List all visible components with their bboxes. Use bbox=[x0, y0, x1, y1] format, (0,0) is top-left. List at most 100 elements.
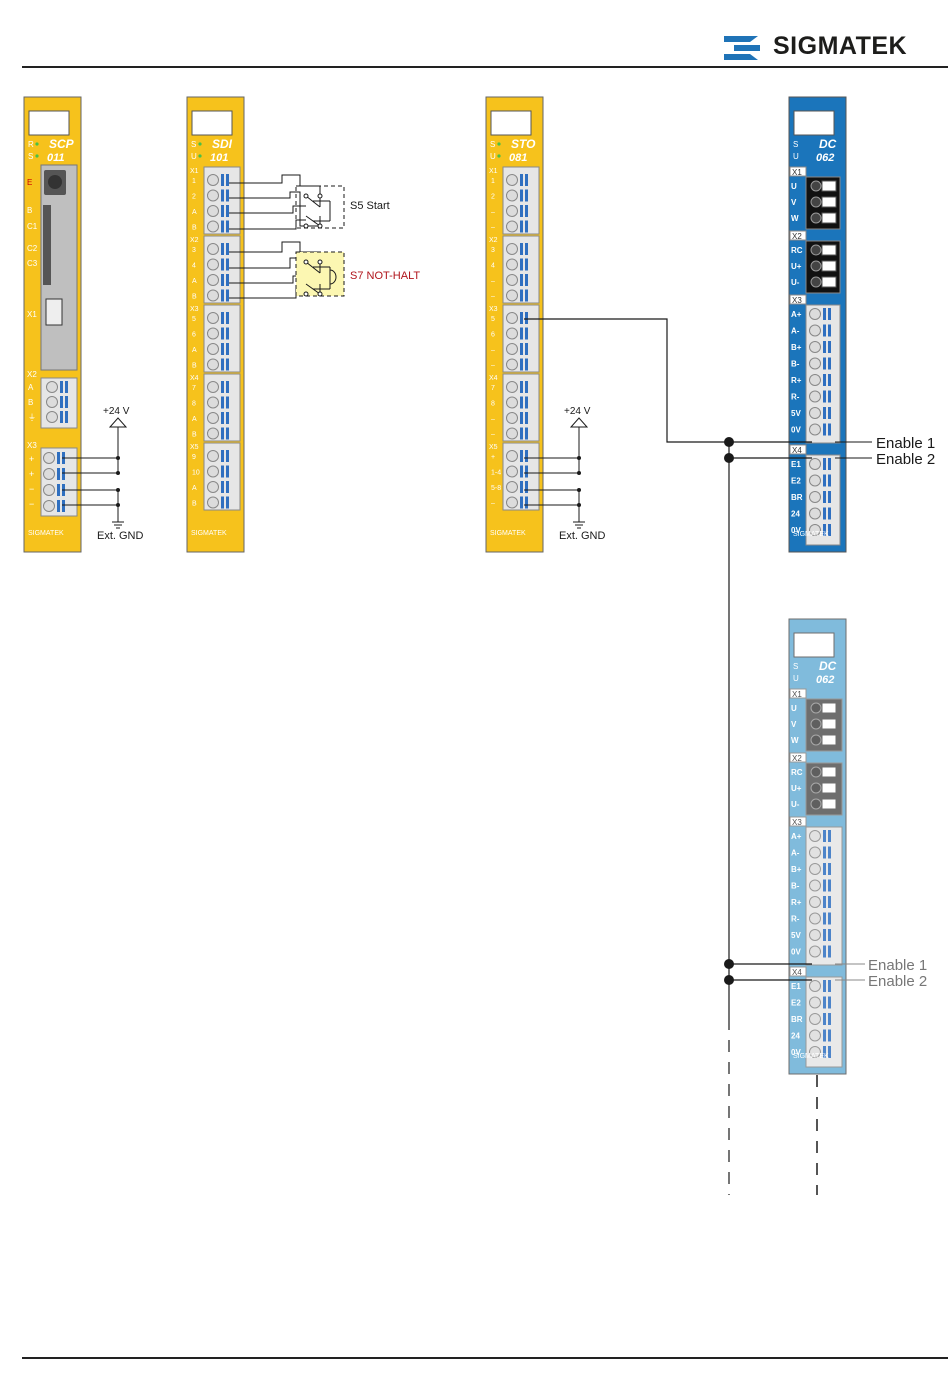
contact-bar bbox=[221, 205, 224, 217]
terminal bbox=[809, 458, 831, 470]
plug-contact bbox=[821, 718, 837, 730]
contact-bar bbox=[823, 407, 826, 419]
port-tab bbox=[789, 444, 807, 455]
contact-bar bbox=[62, 468, 65, 480]
terminal bbox=[207, 289, 229, 302]
pin-label: R- bbox=[791, 393, 800, 402]
terminal bbox=[43, 500, 65, 512]
contact-bar bbox=[823, 524, 826, 536]
sdi-name: SDI bbox=[212, 137, 233, 151]
contact-bar bbox=[60, 381, 63, 393]
contact-bar bbox=[525, 220, 528, 233]
module-sto: SUSTO081X112––X234––X356––X478––X5+1-45-… bbox=[485, 96, 544, 553]
port-tab bbox=[789, 230, 807, 241]
terminal bbox=[207, 465, 229, 478]
dc1-display bbox=[793, 110, 835, 136]
terminal bbox=[809, 491, 831, 503]
dc1-led-label: U bbox=[793, 152, 799, 161]
contact-bar bbox=[520, 396, 523, 409]
led-icon bbox=[497, 154, 501, 158]
footer-rule bbox=[22, 1357, 948, 1359]
port-label: X3 bbox=[190, 306, 199, 313]
contact-bar bbox=[221, 381, 224, 393]
usb-port-icon bbox=[45, 298, 63, 326]
scp-side-label: C1 bbox=[27, 222, 38, 231]
contact-bar bbox=[828, 324, 831, 337]
pin-label: W bbox=[791, 736, 799, 745]
contact-bar bbox=[828, 1013, 831, 1025]
contact-bar bbox=[828, 996, 831, 1009]
terminal bbox=[809, 945, 831, 958]
contact-bar bbox=[60, 396, 63, 408]
brand-name: SIGMATEK bbox=[773, 32, 908, 60]
scp-led-label: R bbox=[28, 140, 34, 149]
header-rule bbox=[22, 66, 948, 68]
terminal bbox=[506, 412, 528, 424]
dc2-name: DC bbox=[819, 659, 837, 673]
port-label: X1 bbox=[792, 690, 802, 699]
terminal bbox=[506, 174, 528, 186]
contact-bar bbox=[57, 468, 60, 480]
port-label: X4 bbox=[792, 968, 802, 977]
contact-bar bbox=[828, 846, 831, 859]
enable2-label-top: Enable 2 bbox=[876, 451, 935, 468]
screw-icon bbox=[46, 381, 58, 393]
screw-icon bbox=[207, 496, 219, 509]
pin-label: – bbox=[491, 432, 495, 439]
contact-bar bbox=[823, 945, 826, 958]
terminal bbox=[506, 343, 528, 355]
contact-bar bbox=[226, 481, 229, 493]
contact-bar bbox=[823, 1029, 826, 1042]
contact-bar bbox=[828, 1046, 831, 1058]
terminal bbox=[506, 205, 528, 217]
screw-icon bbox=[810, 180, 822, 192]
port-label: X1 bbox=[27, 310, 37, 319]
pin-label: – bbox=[491, 209, 495, 216]
pin-label: + bbox=[29, 454, 34, 464]
contact-bar bbox=[828, 945, 831, 958]
module-sdi: SUSDI101X112ABX234ABX356ABX478ABX5910ABS… bbox=[186, 96, 245, 553]
scp-side-label: E bbox=[27, 178, 32, 187]
terminal bbox=[207, 189, 229, 202]
pin-label: ⏚ bbox=[28, 413, 36, 422]
screw-icon bbox=[207, 174, 219, 186]
terminal bbox=[809, 390, 831, 403]
scp-number: 011 bbox=[47, 152, 65, 164]
port-label: X3 bbox=[792, 296, 802, 305]
dc2-display bbox=[793, 632, 835, 658]
contact-bar bbox=[823, 341, 826, 353]
module-dc2: SUDC062X1UVWX2RCU+U-X3A+A-B+B-R+R-5V0VX4… bbox=[788, 618, 847, 1075]
pin-label: A bbox=[192, 485, 197, 492]
pin-label: – bbox=[491, 294, 495, 301]
contact-bar bbox=[520, 427, 523, 440]
contact-bar bbox=[520, 465, 523, 478]
contact-bar bbox=[65, 411, 68, 423]
plug-contact bbox=[821, 180, 837, 192]
screw-icon bbox=[506, 174, 518, 186]
contact-bar bbox=[828, 524, 831, 536]
pin-label: BR bbox=[791, 493, 803, 502]
port-label: X4 bbox=[489, 375, 498, 382]
sigmatek-logo-icon bbox=[724, 36, 760, 60]
pin-label: 7 bbox=[192, 385, 196, 392]
plug-contact bbox=[821, 798, 837, 810]
pin-label: A+ bbox=[791, 310, 802, 319]
screw-icon bbox=[506, 396, 518, 409]
dc2-led-label: U bbox=[793, 674, 799, 683]
pin-label: 1 bbox=[192, 178, 196, 185]
terminal bbox=[809, 830, 831, 842]
contact-bar bbox=[823, 912, 826, 925]
sto-display bbox=[490, 110, 532, 136]
screw-icon bbox=[809, 996, 821, 1009]
pin-label: – bbox=[491, 363, 495, 370]
terminal bbox=[207, 327, 229, 340]
pin-label: – bbox=[491, 225, 495, 232]
terminal bbox=[809, 407, 831, 419]
gnd-label-2: Ext. GND bbox=[559, 530, 606, 542]
contact-bar bbox=[221, 274, 224, 286]
terminal bbox=[809, 1046, 831, 1058]
pin-label: 0V bbox=[791, 426, 801, 435]
contact-bar bbox=[221, 496, 224, 509]
pin-label: R+ bbox=[791, 376, 802, 385]
contact-bar bbox=[828, 458, 831, 470]
